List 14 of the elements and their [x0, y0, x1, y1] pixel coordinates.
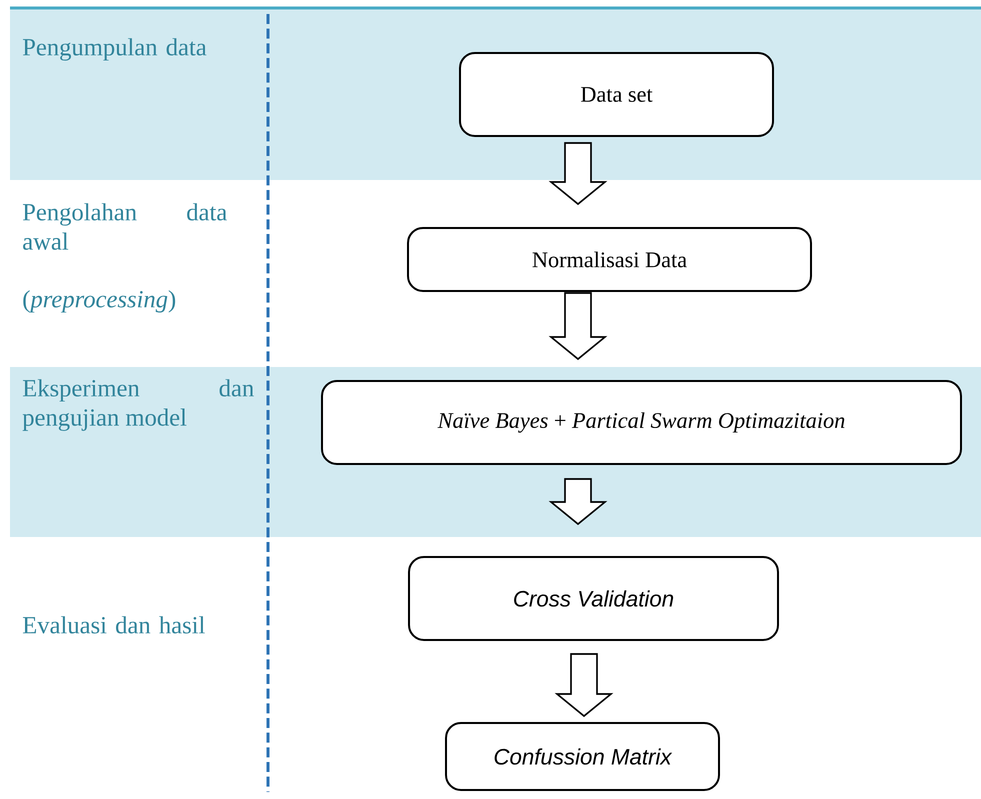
process-box: Cross Validation [408, 556, 779, 641]
phase-label: Pengumpulan data [22, 38, 206, 61]
process-box: Naïve Bayes + Partical Swarm Optimazitaion [321, 380, 962, 465]
process-box: Normalisasi Data [407, 227, 812, 292]
block-arrow [548, 478, 608, 526]
process-box: Data set [459, 52, 774, 137]
block-arrow [548, 142, 608, 206]
phase-label: (preprocessing) [23, 290, 176, 313]
block-arrow [554, 653, 614, 718]
process-box: Confussion Matrix [445, 722, 720, 791]
phase-label: Evaluasi dan hasil [22, 616, 205, 634]
phase-label: Pengolahan data awal [22, 203, 227, 250]
phase-label: Eksperimen dan pengujian model [22, 379, 254, 431]
block-arrow [548, 292, 608, 360]
